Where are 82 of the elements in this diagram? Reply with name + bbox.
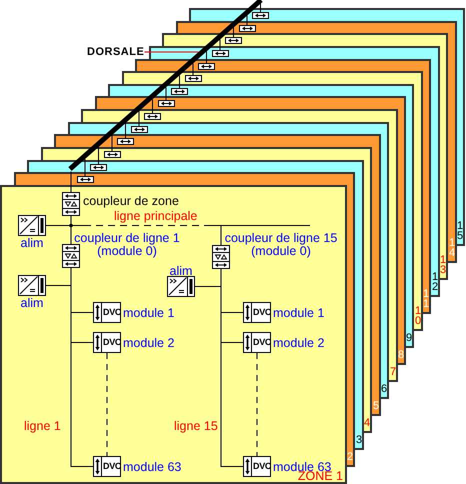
panel-side-band (440, 46, 448, 280)
bus-line (138, 110, 140, 126)
zone-number: 7 (390, 368, 396, 377)
device-label: DVC (102, 460, 122, 473)
backbone-label: DORSALE (87, 46, 144, 58)
dashed-line (106, 352, 108, 456)
bus-line (220, 268, 244, 467)
backbone-cable (68, 0, 263, 171)
device-label: DVC (252, 306, 272, 319)
panel-side-band (414, 84, 423, 331)
bus-line (125, 122, 126, 138)
module-label: module 1 (123, 306, 174, 320)
device-box (93, 332, 121, 353)
power-supply-icon (167, 276, 195, 297)
bus-line (84, 158, 86, 176)
zone-number: 10 (415, 307, 421, 326)
device-label: DVC (102, 306, 122, 319)
bus-line (206, 51, 207, 64)
zone-number: 3 (356, 436, 362, 445)
device-label: DVC (252, 336, 272, 349)
panel-side-band (398, 109, 406, 365)
coupler-icon (62, 244, 80, 268)
panel-side-band (431, 59, 440, 297)
zone-number: 9 (406, 334, 412, 343)
device-box (93, 302, 121, 323)
bus-line (70, 268, 94, 467)
line-label: ligne 15 (174, 418, 218, 432)
device-label: DVC (102, 336, 122, 349)
power-supply-icon (18, 215, 46, 236)
device-box (243, 332, 271, 353)
panel-side-band (372, 147, 381, 416)
module-label: module 63 (123, 460, 182, 474)
zone-number: 13 (440, 256, 446, 275)
coupler-icon (212, 245, 230, 269)
bus-line (260, 3, 261, 12)
zone-number: 11 (423, 290, 429, 309)
zone-number: 6 (381, 384, 387, 394)
bus-line (70, 170, 72, 192)
zone-number: 8 (398, 350, 404, 360)
coupler-icon (76, 176, 94, 183)
zone-number: 15 (457, 222, 463, 241)
power-supply-label: alim (20, 236, 44, 250)
power-supply-icon (18, 275, 46, 296)
power-supply-label: alim (168, 264, 194, 278)
bus-line (233, 27, 234, 38)
bus-line (179, 74, 180, 88)
bus-line (220, 225, 310, 246)
coupler-icon (252, 12, 269, 19)
panel-side-band (355, 172, 364, 450)
panel-side-band (448, 33, 457, 263)
zone-number: 12 (432, 273, 438, 292)
device-box (243, 456, 271, 477)
panel-side-band (457, 21, 465, 246)
panel-side-band (381, 134, 389, 399)
coupler-icon (62, 192, 80, 216)
zone-number: 4 (364, 418, 370, 428)
panel-side-band (423, 71, 431, 314)
bus-line (152, 98, 153, 114)
device-box (93, 456, 121, 477)
zone-number: 2 (347, 452, 353, 462)
device-box (243, 302, 271, 323)
line-label: ligne principale (114, 208, 198, 222)
dashed-line (256, 352, 258, 456)
module-label: module 1 (273, 306, 324, 320)
panel-side-band (406, 96, 414, 348)
coupler-label: coupleur de zone (83, 194, 179, 208)
bus-line (246, 15, 248, 26)
line-label: ligne 1 (24, 418, 61, 432)
zone-panel (0, 185, 347, 484)
panel-side-band (364, 160, 372, 433)
bus-line (98, 146, 99, 164)
bus-line (192, 62, 194, 76)
module-label: module 2 (123, 336, 174, 350)
panel-side-band (389, 122, 398, 382)
zone-number: 5 (373, 402, 379, 411)
coupler-label: coupleur de ligne 1 (module 0) (73, 232, 181, 258)
zone-number: 14 (449, 239, 455, 258)
coupler-label: coupleur de ligne 15 (module 0) (224, 232, 338, 258)
panel-side-band (347, 185, 355, 467)
device-label: DVC (252, 460, 272, 473)
module-label: module 2 (273, 336, 324, 350)
power-supply-label: alim (20, 296, 44, 310)
